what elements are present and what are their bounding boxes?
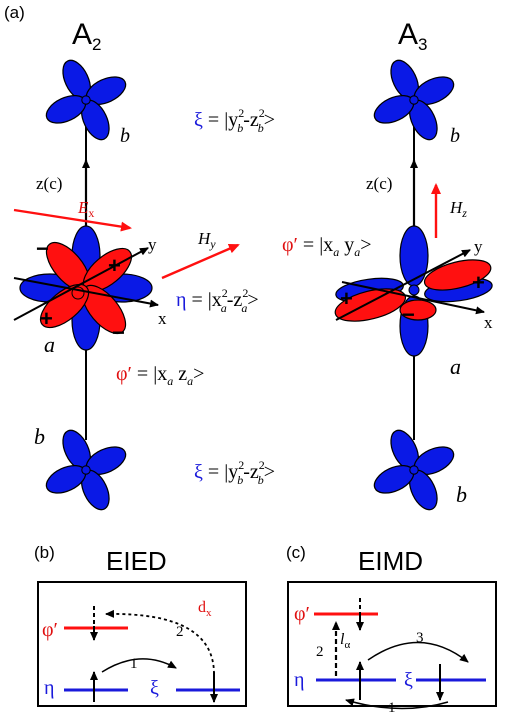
a2-x-axis-label: x <box>158 309 167 328</box>
panel-b-label: (b) <box>34 543 55 562</box>
a3-x-axis-label: x <box>484 313 493 332</box>
column-a3: A3 b z(c) Hz + − + y x a b <box>334 18 493 515</box>
a2-e-field-arrow <box>13 208 132 232</box>
a3-title: A3 <box>398 18 427 54</box>
a3-lobe-sign-3: + <box>472 270 485 295</box>
panel-c-transition-1 <box>345 698 449 710</box>
a3-mid-a-orbital <box>334 225 493 357</box>
panel-c-step-2: 2 <box>316 644 324 660</box>
state-phi-xy: φ′ = |xa ya> <box>282 234 372 259</box>
panel-c-transition-3 <box>367 641 469 663</box>
panel-b-dx-label: dx <box>198 599 212 619</box>
panel-a-label: (a) <box>4 3 25 22</box>
a3-mid-a-label: a <box>450 354 461 379</box>
panel-b-step-2: 2 <box>176 624 184 640</box>
a2-h-field-arrow <box>161 243 240 280</box>
panel-c-diagram: φ′ η ξ 2 lα 3 1 <box>294 598 486 716</box>
a2-x-axis-arrow <box>13 277 159 308</box>
a2-bottom-b-label: b <box>34 424 45 449</box>
a2-h-field-label: Hy <box>197 229 216 251</box>
panel-b-title: EIED <box>106 546 167 576</box>
a3-x-axis-arrow <box>341 281 485 315</box>
a2-y-axis-label: y <box>148 235 157 254</box>
panel-b-transition-1 <box>101 658 177 673</box>
a2-top-b-label: b <box>120 125 130 147</box>
panel-c-step-1: 1 <box>388 700 396 716</box>
a3-h-field-label: Hz <box>449 198 467 220</box>
a2-y-axis-arrow <box>13 247 149 321</box>
panel-b-eta-label: η <box>44 677 54 699</box>
a3-bottom-b-label: b <box>456 482 467 507</box>
a3-y-axis-label: y <box>474 237 483 256</box>
column-a2: A2 b z(c) Ex − + + − y x <box>13 18 240 515</box>
a2-mid-a-label: a <box>44 332 55 357</box>
panel-c-label: (c) <box>286 543 306 562</box>
panel-c-phi-label: φ′ <box>294 603 310 625</box>
a3-y-axis-arrow <box>335 249 471 321</box>
a2-title: A2 <box>72 18 101 54</box>
panel-b-frame <box>37 581 247 707</box>
panel-b-xi-label: ξ <box>150 677 159 699</box>
panel-c-step-3: 3 <box>416 630 424 646</box>
a3-top-b-label: b <box>450 125 460 147</box>
panel-b-diagram: φ′ η ξ 1 2 dx <box>42 599 240 703</box>
panel-c-l-label: lα <box>340 631 350 651</box>
a2-e-field-label: Ex <box>77 198 94 220</box>
a3-lobe-sign-1: + <box>340 286 353 311</box>
a2-lobe-sign-3: + <box>40 306 53 331</box>
a2-lobe-sign-4: − <box>112 320 125 345</box>
a2-lobe-sign-1: − <box>36 236 49 261</box>
a3-z-axis-label: z(c) <box>366 174 392 193</box>
panel-b-phi-label: φ′ <box>42 619 58 641</box>
panel-c-frame <box>287 581 497 707</box>
panel-b-transition-2 <box>105 609 215 675</box>
a2-z-axis-label: z(c) <box>36 174 62 193</box>
state-phi-xz: φ′ = |xa za> <box>116 363 204 388</box>
panel-b-step-1: 1 <box>130 656 138 672</box>
a3-lobe-sign-2: − <box>402 302 415 327</box>
panel-c-xi-label: ξ <box>404 669 413 691</box>
panel-c-title: EIMD <box>358 546 423 576</box>
panel-c-eta-label: η <box>294 669 304 691</box>
